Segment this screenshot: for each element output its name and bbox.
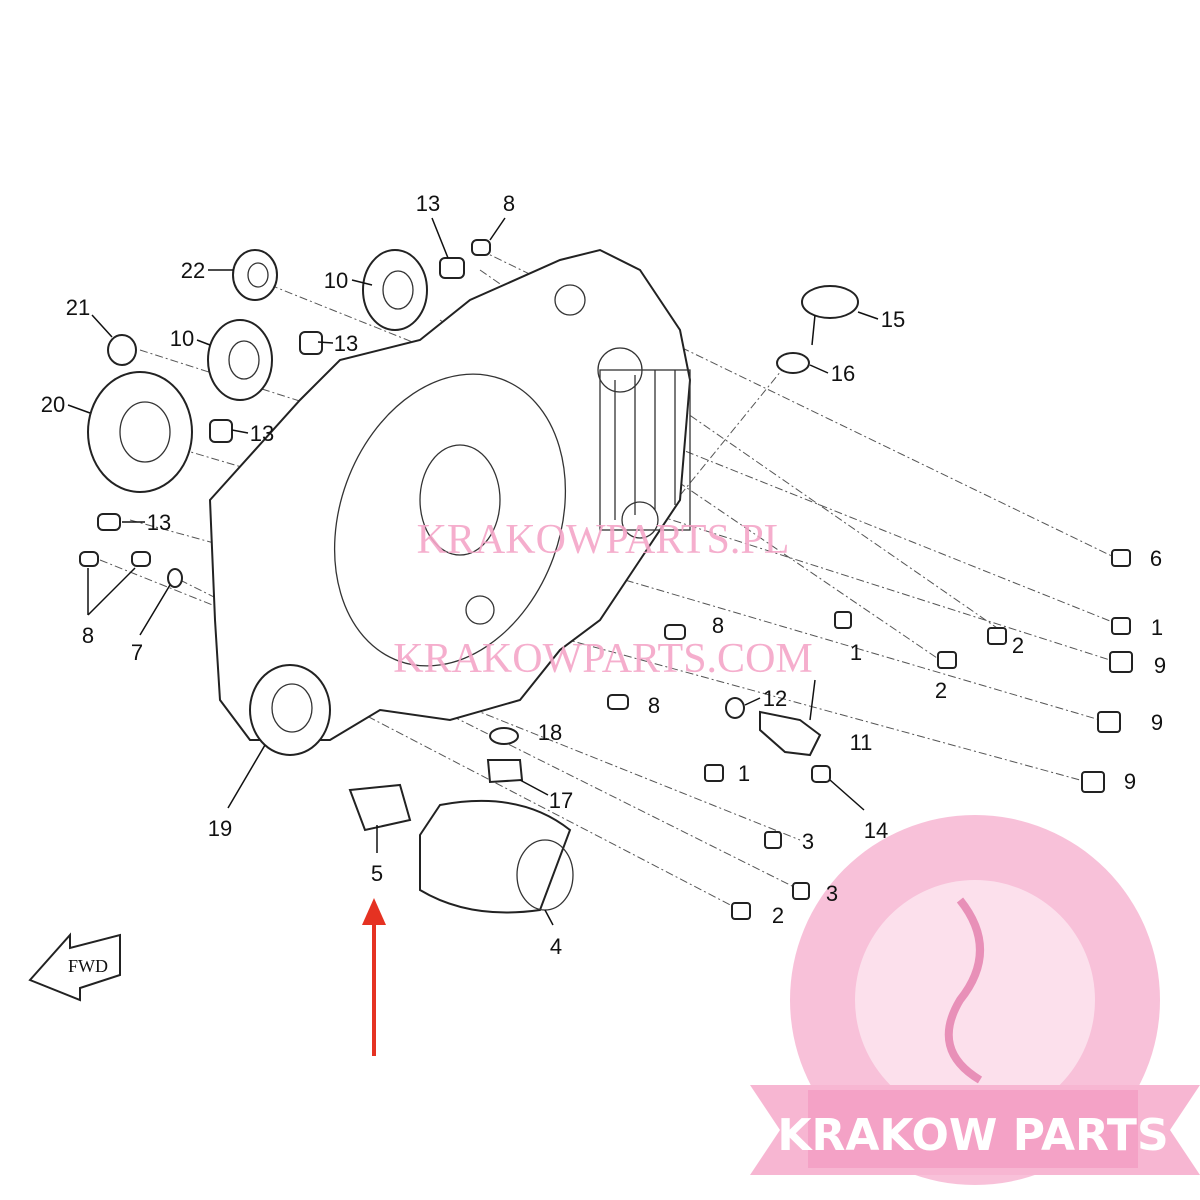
callout: 17 xyxy=(549,788,573,813)
callout: 1 xyxy=(850,640,862,665)
callout: 1 xyxy=(1151,615,1163,640)
callout: 11 xyxy=(850,730,873,755)
small-parts xyxy=(348,285,1133,920)
callout: 13 xyxy=(250,421,274,446)
callout: 20 xyxy=(41,392,65,417)
callout: 9 xyxy=(1124,769,1136,794)
callout: 8 xyxy=(648,693,660,718)
callout: 3 xyxy=(802,829,814,854)
callout: 8 xyxy=(712,613,724,638)
callout: 15 xyxy=(881,307,905,332)
callout: 1 xyxy=(738,761,750,786)
callout: 13 xyxy=(334,331,358,356)
callout: 6 xyxy=(1150,546,1162,571)
callout: 2 xyxy=(935,678,947,703)
crankcase xyxy=(208,248,692,756)
callout: 18 xyxy=(538,720,562,745)
callout: 10 xyxy=(170,326,194,351)
watermark-pl: KRAKOWPARTS.PL xyxy=(417,517,790,563)
callout: 3 xyxy=(826,881,838,906)
callout: 2 xyxy=(1012,633,1024,658)
callout-labels: 13 8 22 10 21 10 13 15 16 20 13 13 6 8 7… xyxy=(41,191,1166,959)
bearings xyxy=(79,239,491,588)
callout: 8 xyxy=(82,623,94,648)
callout: 9 xyxy=(1154,653,1166,678)
callout: 2 xyxy=(772,903,784,928)
fwd-arrow: FWD xyxy=(28,932,121,1002)
callout: 13 xyxy=(147,510,171,535)
callout: 8 xyxy=(503,191,515,216)
callout: 4 xyxy=(550,934,562,959)
callout: 9 xyxy=(1151,710,1163,735)
callout: 7 xyxy=(131,640,143,665)
callout: 14 xyxy=(864,818,888,843)
callout: 13 xyxy=(416,191,440,216)
callout: 16 xyxy=(831,361,855,386)
highlight-arrow xyxy=(362,898,386,1056)
logo-text: KRAKOW PARTS xyxy=(777,1110,1168,1161)
callout: 19 xyxy=(208,816,232,841)
krakow-parts-logo: KRAKOW PARTS xyxy=(750,815,1200,1185)
watermark-com: KRAKOWPARTS.COM xyxy=(393,636,813,682)
callout: 5 xyxy=(371,861,383,886)
leader-lines xyxy=(67,217,879,926)
callout: 12 xyxy=(763,686,787,711)
callout: 21 xyxy=(66,295,90,320)
callout: 22 xyxy=(181,258,205,283)
fwd-label: FWD xyxy=(68,956,108,976)
callout: 10 xyxy=(324,268,348,293)
